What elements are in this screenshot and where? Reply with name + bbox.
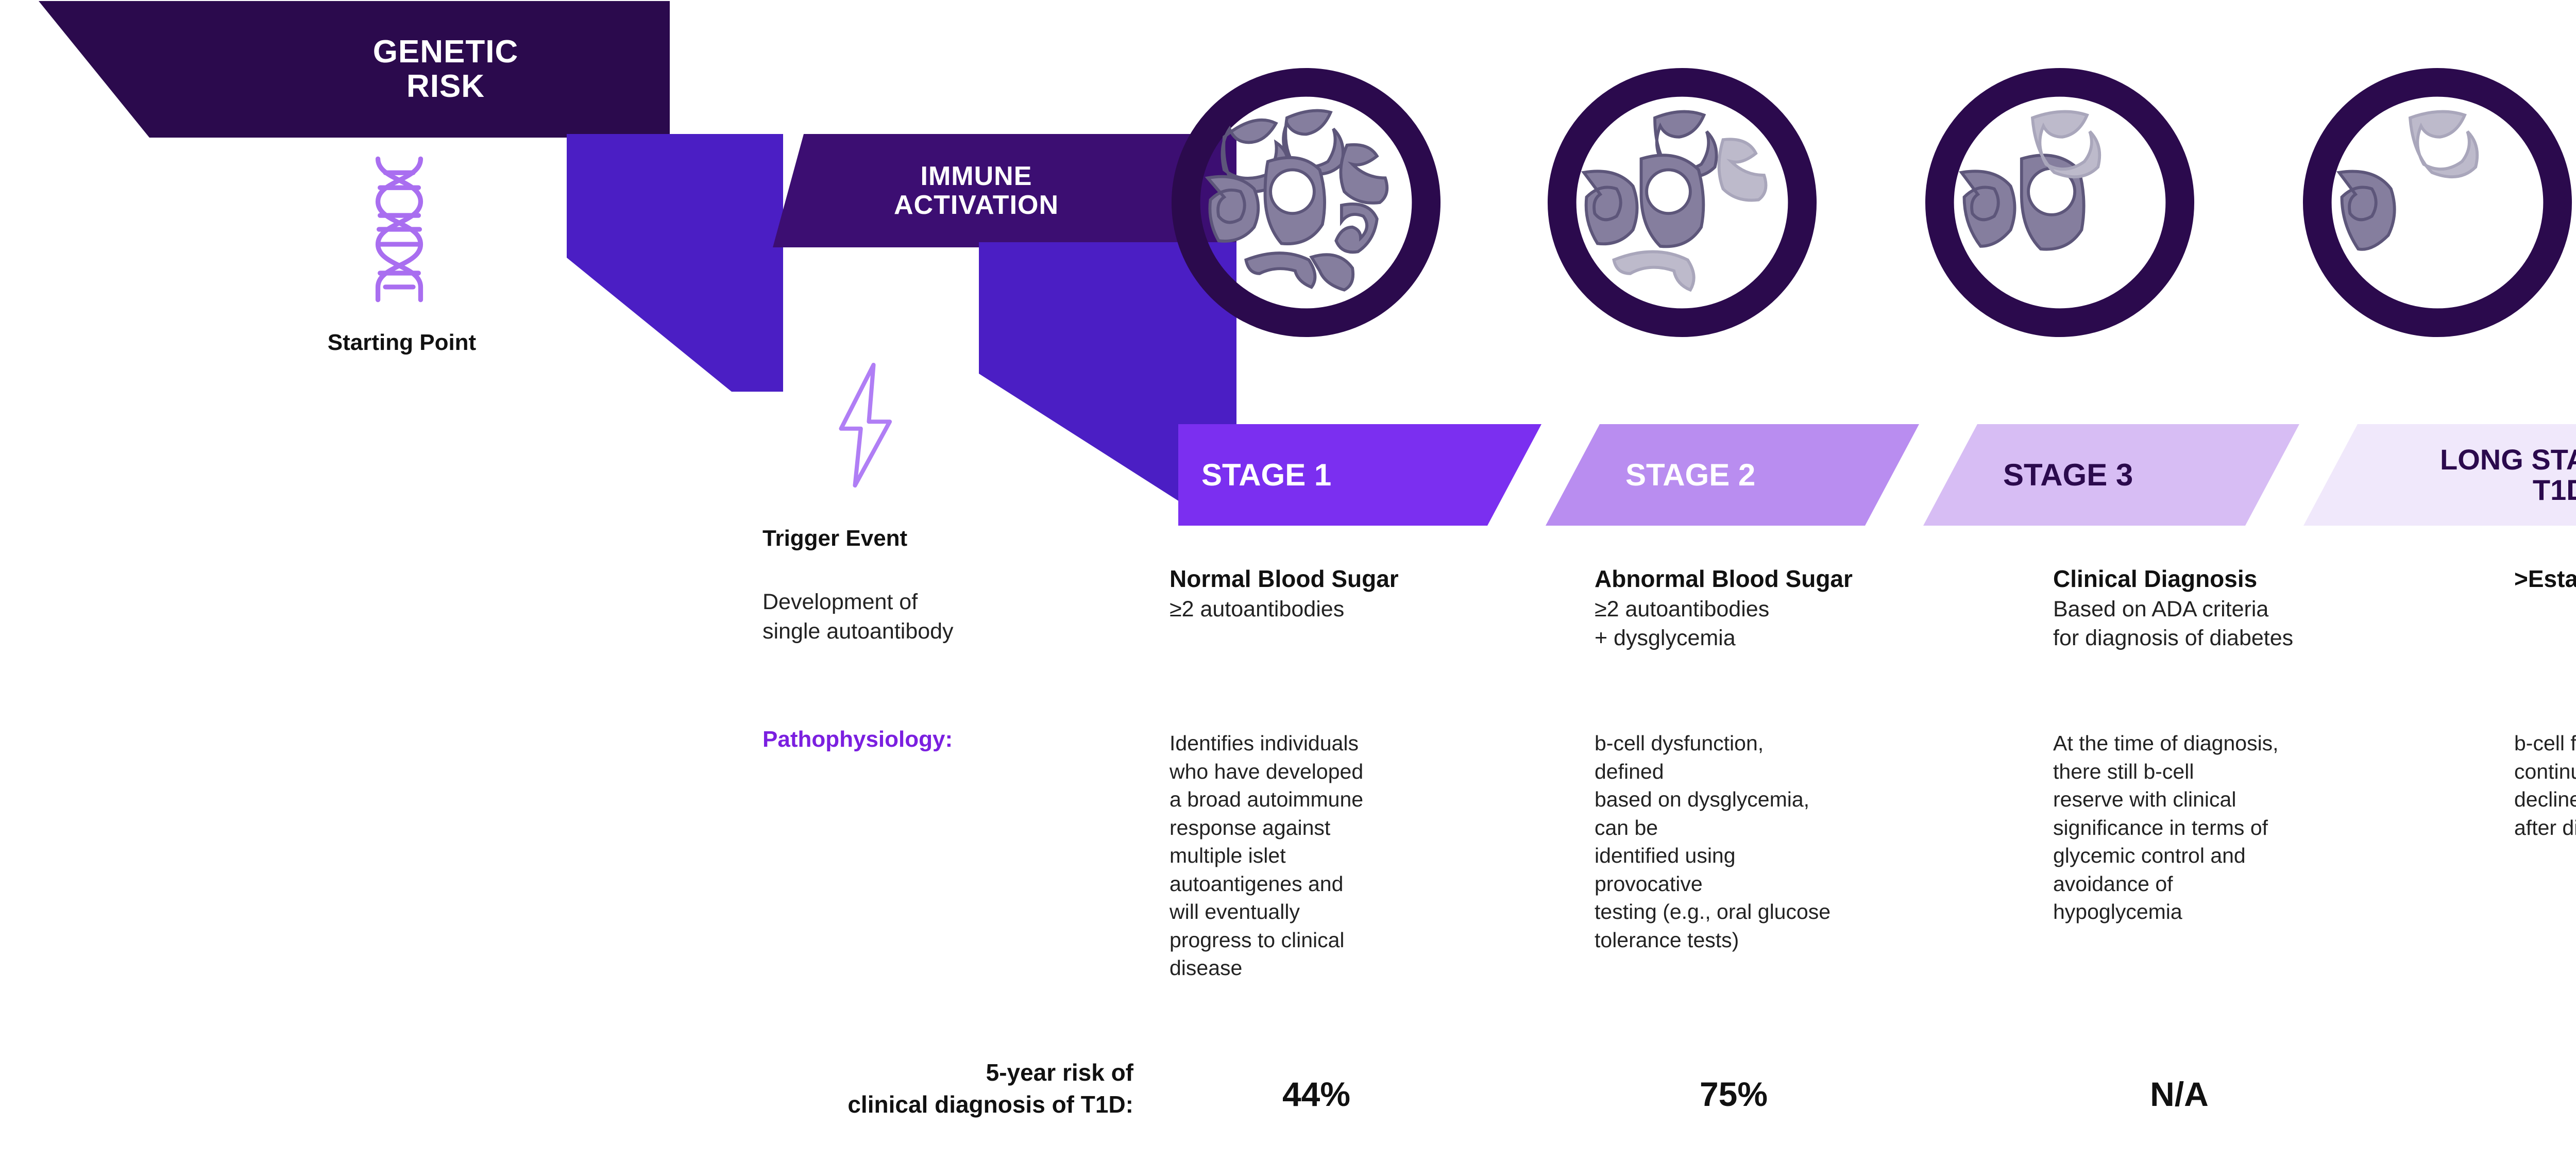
stage-banner-long-standing-label: LONG STANDING T1D [2440, 443, 2576, 506]
immune-activation-banner: IMMUNE ACTIVATION [773, 134, 1236, 247]
pathophysiology-row-label: Pathophysiology: [762, 727, 953, 752]
stage-2-heading: Abnormal Blood Sugar [1595, 565, 1853, 592]
stage-1-pathophysiology: Identifies individuals who have develope… [1170, 731, 1364, 980]
risk-row-label: 5-year risk of clinical diagnosis of T1D… [848, 1059, 1133, 1118]
trigger-event-caption: Trigger Event [762, 526, 908, 551]
islet-icon-stage-2 [1546, 66, 1819, 339]
stage-3-heading: Clinical Diagnosis [2053, 565, 2258, 592]
stage-1-heading: Normal Blood Sugar [1170, 565, 1399, 592]
stage-2-pathophysiology: b-cell dysfunction, defined based on dys… [1595, 731, 1831, 952]
islet-icon-long-standing [2301, 66, 2574, 339]
stage-banner-1[interactable]: STAGE 1 [1178, 424, 1541, 526]
risk-value-stage-3: N/A [2150, 1075, 2209, 1113]
stage-3-subheading: Based on ADA criteria for diagnosis of d… [2053, 597, 2294, 650]
stage-column-long-standing: >Established T1D b-cell function continu… [2514, 564, 2576, 839]
risk-value-stage-1: 44% [1282, 1075, 1351, 1113]
risk-value-stage-2: 75% [1699, 1075, 1768, 1113]
starting-point-caption: Starting Point [327, 330, 477, 355]
stage-banner-2-label: STAGE 2 [1625, 458, 1756, 492]
dna-helix-icon [355, 155, 443, 304]
immune-activation-label: IMMUNE ACTIVATION [893, 161, 1059, 220]
stage-3-pathophysiology: At the time of diagnosis, there still b-… [2053, 731, 2279, 924]
stage-column-3: Clinical Diagnosis Based on ADA criteria… [2053, 564, 2506, 923]
stage-2-subheading: ≥2 autoantibodies + dysglycemia [1595, 597, 1770, 650]
islet-icon-stage-3 [1923, 66, 2196, 339]
lightning-bolt-icon [829, 361, 899, 490]
stage-banner-2[interactable]: STAGE 2 [1546, 424, 1919, 526]
islet-icon-stage-1 [1170, 66, 1443, 339]
risk-value-long-standing: N/A [2504, 1074, 2576, 1114]
long-standing-pathophysiology: b-cell function continues to decline wit… [2514, 731, 2576, 839]
genetic-risk-label: GENETIC RISK [372, 33, 519, 104]
genetic-riser-connector [567, 134, 783, 392]
stage-banner-1-label: STAGE 1 [1201, 458, 1332, 492]
stage-column-2: Abnormal Blood Sugar ≥2 autoantibodies +… [1595, 564, 2022, 952]
stage-banner-long-standing[interactable]: LONG STANDING T1D [2303, 424, 2576, 526]
stage-column-1: Normal Blood Sugar ≥2 autoantibodies Ide… [1170, 564, 1577, 980]
stage-banner-3[interactable]: STAGE 3 [1923, 424, 2299, 526]
stage-banner-3-label: STAGE 3 [2003, 458, 2133, 492]
trigger-event-description: Development of single autoantibody [762, 590, 954, 644]
long-standing-heading: >Established T1D [2514, 565, 2576, 592]
stage-1-subheading: ≥2 autoantibodies [1170, 597, 1345, 622]
genetic-risk-banner: GENETIC RISK [39, 1, 670, 138]
